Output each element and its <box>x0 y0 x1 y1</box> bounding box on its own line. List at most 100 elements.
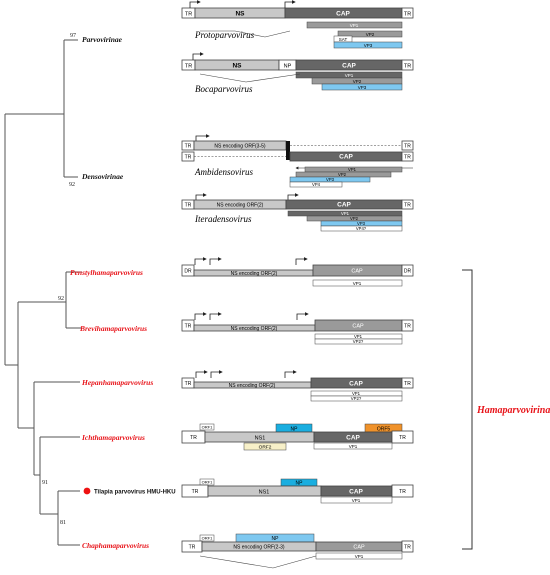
taxon-chaphamaparvovirus: Chaphamaparvovirus <box>82 541 149 550</box>
vp1-bar <box>313 442 393 450</box>
terminal-repeat-right <box>401 319 414 332</box>
svg-text:VP1: VP1 <box>353 281 362 286</box>
svg-text:VP1: VP1 <box>354 334 363 339</box>
taxon-penstylhamaparvovirus: Penstylhamaparvovirus <box>70 268 143 277</box>
genome-iteradensovirus: TR NS encoding ORF(2) CAP TR VP1 VP2 VP3… <box>181 193 414 232</box>
promoter-arrow <box>296 312 309 320</box>
genome-ambidensovirus: TR NS encoding ORF(3-5) TR TR CAP TR VP1… <box>181 134 414 188</box>
svg-text:NS: NS <box>232 63 242 70</box>
svg-text:NS encoding ORF(2): NS encoding ORF(2) <box>231 271 278 277</box>
svg-text:TR: TR <box>404 324 411 330</box>
svg-text:VP4?: VP4? <box>356 226 367 231</box>
vp3-bar <box>321 83 403 91</box>
genome-protoparvovirus: TR NS CAP TR VP1 VP2 SAT VP3 Protoparvov… <box>181 0 414 49</box>
svg-text:CAP: CAP <box>339 154 353 161</box>
svg-text:TR: TR <box>185 381 192 387</box>
terminal-repeat-right <box>401 151 414 162</box>
svg-text:TR: TR <box>404 64 411 70</box>
promoter-arrow <box>195 193 207 200</box>
tree-branches <box>4 39 82 546</box>
svg-text:TR: TR <box>190 435 197 441</box>
svg-text:TR: TR <box>404 144 411 150</box>
svg-text:CAP: CAP <box>353 545 365 551</box>
vp1-bar <box>312 279 403 287</box>
svg-text:CAP: CAP <box>352 324 364 330</box>
genus-label-iteradensovirus: Iteradensovirus <box>194 214 252 224</box>
taxon-labels: Parvovirinae Densovirinae Penstylhamapar… <box>70 35 153 550</box>
direct-repeat-right <box>401 264 414 277</box>
genus-label-bocaparvovirus: Bocaparvovirus <box>195 84 253 94</box>
svg-text:VP2?: VP2? <box>351 396 362 401</box>
svg-text:VP1: VP1 <box>352 391 361 396</box>
svg-text:NP: NP <box>296 481 304 487</box>
svg-text:CAP: CAP <box>336 11 350 18</box>
svg-text:ORF1: ORF1 <box>202 425 213 430</box>
svg-text:NS encoding ORF(2): NS encoding ORF(2) <box>231 326 278 332</box>
orf1-box <box>199 534 215 542</box>
genome-hepanhamaparvovirus: TR NS encoding ORF(2) CAP TR VP1 VP2? <box>181 370 414 402</box>
svg-text:NP: NP <box>291 427 299 433</box>
svg-text:NS encoding ORF(2): NS encoding ORF(2) <box>229 383 276 389</box>
genome-brevihamaparvovirus: TR NS encoding ORF(2) CAP TR VP1 VP2? <box>181 312 414 345</box>
svg-text:VP2: VP2 <box>366 32 375 37</box>
svg-text:VP1: VP1 <box>350 23 359 28</box>
bootstrap-values: 97 92 92 91 81 <box>42 33 76 526</box>
svg-text:TR: TR <box>192 489 199 495</box>
bootstrap-value: 97 <box>70 33 76 39</box>
taxon-densovirinae: Densovirinae <box>81 172 124 181</box>
genome-penstylhamaparvovirus: DR NS encoding ORF(2) CAP DR VP1 <box>181 257 414 287</box>
taxon-brevihamaparvovirus: Brevihamaparvovirus <box>79 324 147 333</box>
svg-text:TR: TR <box>185 324 192 330</box>
splice-line <box>200 30 291 38</box>
promoter-arrow <box>194 257 207 265</box>
vp2-bar <box>314 338 403 345</box>
svg-text:NS1: NS1 <box>259 490 270 496</box>
genome-tilapia-parvovirus: ORF1 NP TR NS1 CAP TR VP1 <box>181 478 414 504</box>
svg-text:NP: NP <box>272 536 280 542</box>
tilapia-marker-dot <box>83 487 91 495</box>
svg-text:TR: TR <box>399 435 406 441</box>
vp3-bar <box>333 41 403 49</box>
svg-text:SAT: SAT <box>339 37 348 42</box>
taxon-parvovirinae: Parvovirinae <box>82 35 123 44</box>
bootstrap-value: 92 <box>58 296 64 302</box>
terminal-repeat-right <box>401 59 414 71</box>
vp4-bar <box>320 225 403 232</box>
genome-bocaparvovirus: TR NS NP CAP TR VP1 VP2 VP3 Bocaparvovir… <box>181 52 414 94</box>
taxon-ichthamaparvovirus: Ichthamaparvovirus <box>81 433 145 442</box>
svg-text:VP2: VP2 <box>353 79 362 84</box>
promoter-arrow <box>287 193 299 200</box>
svg-text:VP1: VP1 <box>341 211 350 216</box>
promoter-arrow <box>192 52 204 60</box>
terminal-repeat-right <box>401 7 414 19</box>
svg-text:CAP: CAP <box>349 381 363 388</box>
vp4-bar <box>289 181 343 188</box>
terminal-repeat-right <box>391 430 414 444</box>
svg-text:ORF1: ORF1 <box>202 536 213 541</box>
svg-text:VP1: VP1 <box>355 554 364 559</box>
terminal-repeat-right <box>391 484 414 498</box>
svg-text:VP1: VP1 <box>349 444 358 449</box>
promoter-arrow <box>194 312 207 320</box>
hamaparvovirinae-bracket <box>462 269 473 550</box>
terminal-repeat-right <box>401 140 414 151</box>
terminal-repeat-right <box>401 540 414 553</box>
svg-text:NS encoding ORF(2-3): NS encoding ORF(2-3) <box>233 545 284 551</box>
svg-text:TR: TR <box>399 489 406 495</box>
promoter-arrow <box>284 370 297 378</box>
svg-text:TR: TR <box>404 545 411 551</box>
svg-text:TR: TR <box>404 203 411 209</box>
svg-text:VP3: VP3 <box>358 85 367 90</box>
svg-text:CAP: CAP <box>351 269 363 275</box>
svg-text:VP1: VP1 <box>352 498 361 503</box>
svg-text:TR: TR <box>189 545 196 551</box>
svg-text:TR: TR <box>404 155 411 161</box>
splice-line <box>199 73 301 83</box>
svg-text:TR: TR <box>185 144 192 150</box>
genus-label-ambidensovirus: Ambidensovirus <box>194 167 253 177</box>
svg-text:NP: NP <box>284 64 292 70</box>
svg-text:TR: TR <box>185 12 192 18</box>
